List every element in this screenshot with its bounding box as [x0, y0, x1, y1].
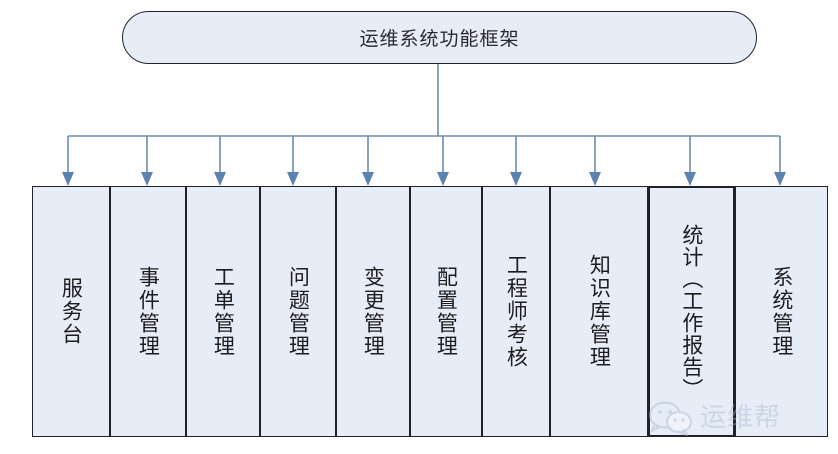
diagram-root-node[interactable]: 运维系统功能框架 — [122, 11, 757, 64]
arrowhead-icon-8 — [589, 172, 601, 186]
arrowhead-icon-6 — [437, 172, 449, 186]
node-label: 工程师考核 — [504, 254, 529, 369]
node-incident-mgmt[interactable]: 事件管理 — [110, 186, 186, 437]
node-label: 服务台 — [59, 277, 84, 346]
node-label: 问题管理 — [286, 265, 311, 358]
node-label: 工单管理 — [211, 265, 236, 358]
node-label: 系统管理 — [769, 265, 794, 358]
node-service-desk[interactable]: 服务台 — [32, 186, 110, 437]
node-label: 统计（工作报告） — [679, 223, 704, 400]
node-label: 变更管理 — [361, 265, 386, 358]
arrowhead-icon-3 — [214, 172, 226, 186]
node-problem-mgmt[interactable]: 问题管理 — [260, 186, 336, 437]
node-change-mgmt[interactable]: 变更管理 — [336, 186, 410, 437]
node-knowledge-mgmt[interactable]: 知识库管理 — [550, 186, 648, 437]
arrowhead-icon-1 — [62, 172, 74, 186]
arrowhead-icon-4 — [287, 172, 299, 186]
node-row: 服务台 事件管理 工单管理 问题管理 变更管理 配置管理 工程师考核 知识库管理… — [32, 186, 828, 437]
node-label: 事件管理 — [136, 265, 161, 358]
arrowhead-icon-5 — [362, 172, 374, 186]
node-config-mgmt[interactable]: 配置管理 — [410, 186, 482, 437]
node-label: 知识库管理 — [587, 254, 612, 369]
arrowhead-icon-2 — [141, 172, 153, 186]
arrowhead-icon-10 — [774, 172, 786, 186]
arrowhead-icon-7 — [510, 172, 522, 186]
diagram-title-label: 运维系统功能框架 — [359, 29, 520, 50]
node-system-mgmt[interactable]: 系统管理 — [735, 186, 828, 437]
node-engineer-review[interactable]: 工程师考核 — [482, 186, 550, 437]
node-statistics[interactable]: 统计（工作报告） — [648, 186, 735, 437]
node-ticket-mgmt[interactable]: 工单管理 — [186, 186, 260, 437]
arrowhead-icon-9 — [684, 172, 696, 186]
node-label: 配置管理 — [434, 265, 459, 358]
